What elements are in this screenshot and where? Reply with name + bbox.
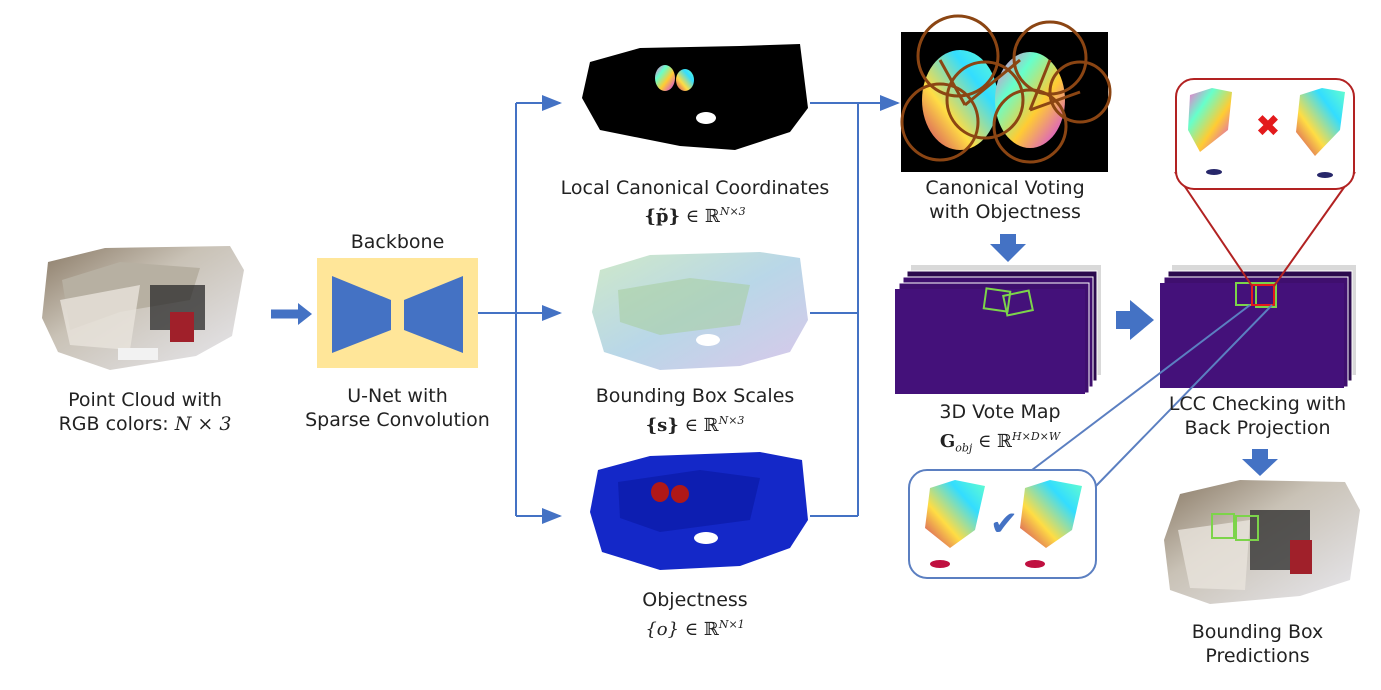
scales-output-image (592, 252, 808, 370)
accepted-callout (908, 469, 1097, 579)
lcc-output-image (582, 44, 808, 150)
lcc-math-sup: N×3 (719, 205, 746, 218)
input-label-line2: RGB colors: N × 3 (30, 412, 260, 436)
vote-map-math-sub: obj (955, 441, 973, 455)
vote-map-math-in: ∈ ℝ (972, 431, 1013, 452)
backbone-title: Backbone (350, 231, 445, 253)
arrow-lcccheck-to-predictions (1242, 449, 1278, 476)
predictions-label-line1: Bounding Box (1191, 621, 1324, 643)
objectness-output-image (590, 452, 808, 570)
objectness-math-sup: N×1 (718, 618, 745, 631)
zoom-callout-lines (1031, 171, 1356, 489)
voting-label-line2: with Objectness (929, 201, 1081, 223)
reject-cross-icon: ✖ (1255, 109, 1281, 144)
predictions-image (1164, 480, 1360, 604)
merge-connectors (810, 95, 900, 517)
scales-math: {s} ∈ ℝN×3 (540, 410, 850, 437)
backbone-label-line1: U-Net with (347, 385, 448, 407)
lcc-check-label-line1: LCC Checking with (1168, 393, 1347, 415)
lcc-math: {p̃} ∈ ℝN×3 (540, 201, 850, 228)
input-label-line1: Point Cloud with (68, 389, 222, 411)
input-dims-math: N × 3 (174, 413, 232, 435)
lcc-check-graphic (1160, 265, 1356, 388)
arrow-votemap-to-lcccheck (1116, 300, 1154, 340)
scales-label: Bounding Box Scales (595, 385, 795, 407)
vote-map-math-g: G (939, 431, 956, 452)
backbone-label: U-Net with Sparse Convolution (290, 384, 505, 432)
lcc-check-label-line2: Back Projection (1184, 417, 1331, 439)
lcc-check-label: LCC Checking with Back Projection (1150, 392, 1365, 440)
scales-math-set: {s} (645, 415, 679, 436)
objectness-label: Objectness (642, 589, 748, 611)
lcc-math-set: {p̃} (644, 206, 681, 227)
predictions-label-line2: Predictions (1205, 645, 1310, 667)
objectness-math-set: {o} (645, 619, 680, 640)
scales-math-in: ∈ ℝ (678, 415, 719, 436)
accept-check-icon: ✔ (989, 504, 1019, 544)
voting-label-line1: Canonical Voting (925, 177, 1085, 199)
vote-map-math: Gobj ∈ ℝH×D×W (890, 426, 1110, 460)
predictions-label: Bounding Box Predictions (1150, 620, 1365, 668)
rejected-callout (1175, 78, 1355, 190)
voting-label: Canonical Voting with Objectness (890, 176, 1120, 224)
backbone-unet-graphic (317, 258, 478, 368)
vote-map-graphic (895, 265, 1101, 394)
input-label: Point Cloud with RGB colors: N × 3 (30, 388, 260, 436)
vote-map-math-sup: H×D×W (1012, 430, 1061, 443)
lcc-math-in: ∈ ℝ (680, 206, 720, 227)
canonical-voting-image (900, 14, 1112, 172)
branch-connectors (478, 95, 562, 524)
vote-map-label: 3D Vote Map (939, 401, 1061, 423)
arrow-voting-to-votemap (990, 234, 1026, 262)
backbone-label-line2: Sparse Convolution (305, 409, 490, 431)
input-label-prefix: RGB colors: (58, 413, 175, 435)
scales-math-sup: N×3 (718, 414, 745, 427)
lcc-label: Local Canonical Coordinates (560, 177, 830, 199)
input-point-cloud-image (42, 246, 244, 370)
objectness-math: {o} ∈ ℝN×1 (540, 614, 850, 641)
objectness-math-in: ∈ ℝ (679, 619, 719, 640)
